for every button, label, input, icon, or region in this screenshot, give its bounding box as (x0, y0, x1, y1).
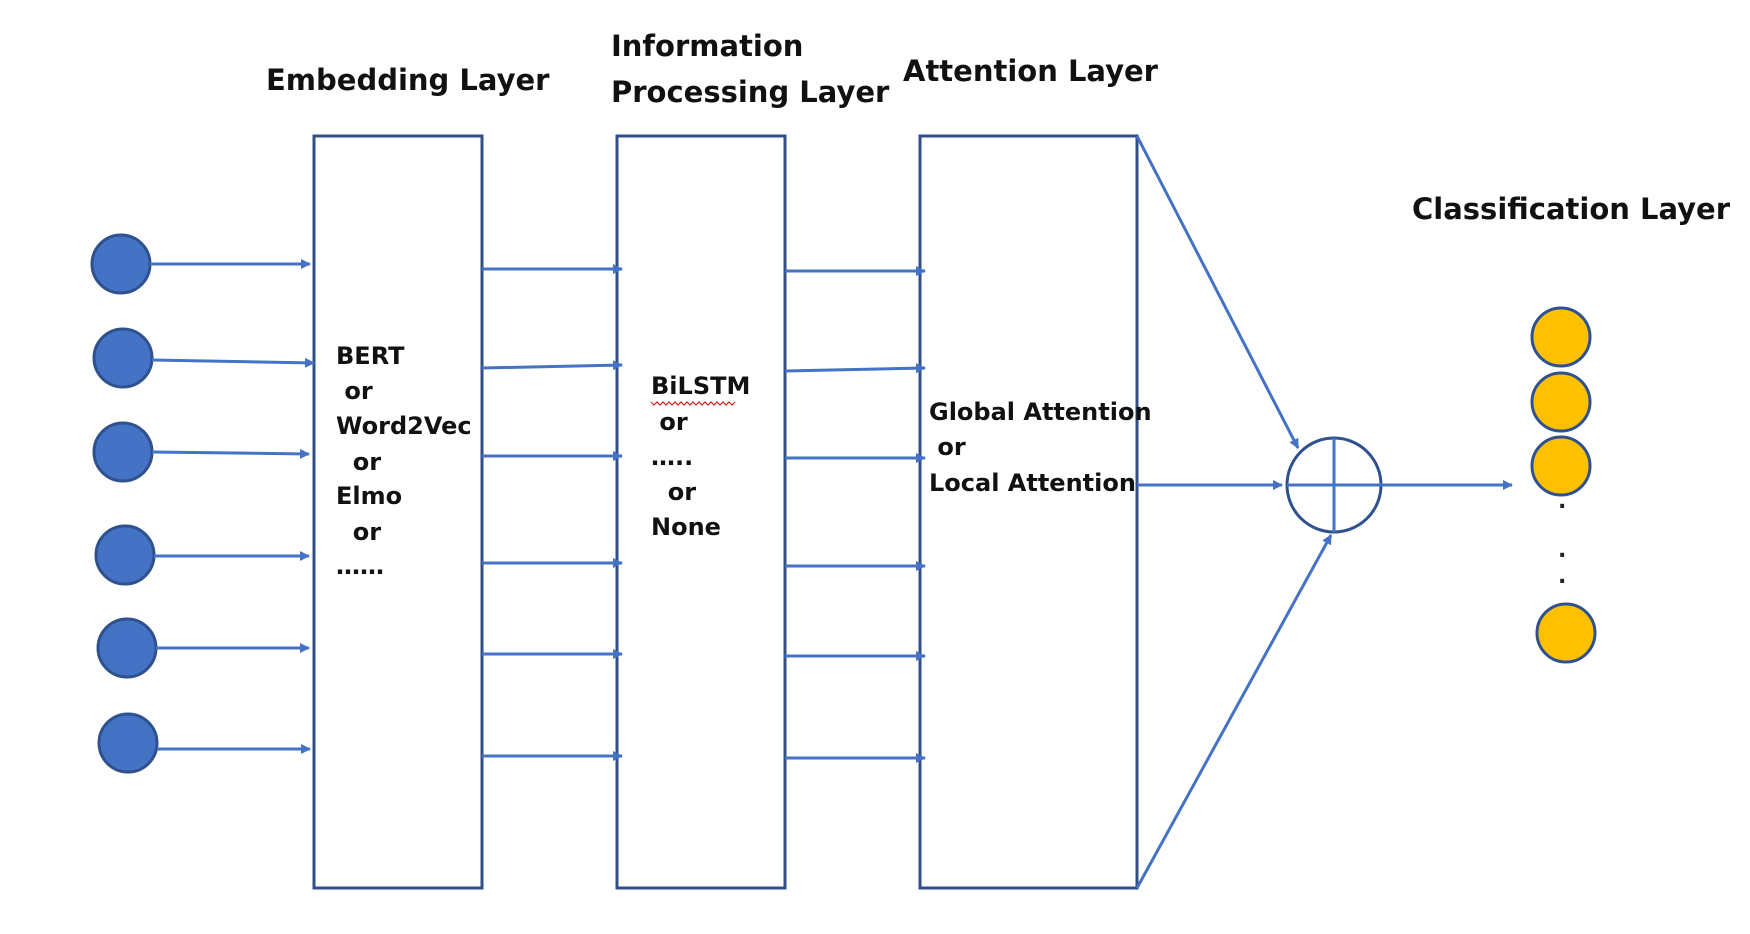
continuation-dot: . (1558, 538, 1566, 563)
embedding-or-2: or (336, 448, 381, 476)
attention-or: or (929, 433, 966, 461)
input-node (97, 712, 159, 774)
classification-layer-heading: Classification Layer (1412, 192, 1731, 226)
output-node (1535, 602, 1597, 664)
processing-output-arrow (784, 363, 926, 374)
spellcheck-underline (650, 401, 736, 406)
embedding-option-word2vec: Word2Vec (336, 412, 472, 440)
input-node (90, 233, 152, 295)
input-arrow (151, 448, 310, 459)
embedding-ellipsis: …… (336, 552, 384, 580)
embedding-layer-heading: Embedding Layer (266, 63, 550, 97)
output-nodes (1530, 306, 1597, 664)
information-processing-layer-heading-line2: Processing Layer (611, 75, 890, 109)
input-node (92, 421, 154, 483)
input-node (96, 617, 158, 679)
information-processing-layer-heading-line1: Information (611, 29, 803, 63)
attention-options: Global Attention or Local Attention (929, 398, 1152, 497)
input-node (92, 327, 154, 389)
continuation-dot: . (1558, 564, 1566, 589)
attention-option-global: Global Attention (929, 398, 1152, 426)
attention-option-local: Local Attention (929, 469, 1136, 497)
output-node (1530, 306, 1592, 368)
embedding-or-1: or (336, 377, 373, 405)
input-nodes (90, 233, 159, 774)
processing-options: BiLSTM or ….. or None (650, 372, 750, 541)
processing-or-1: or (651, 408, 688, 436)
attention-top-arrow (1135, 135, 1300, 449)
input-arrows (150, 259, 315, 754)
attention-bottom-arrow (1135, 534, 1333, 889)
embedding-option-bert: BERT (336, 342, 405, 370)
output-node (1530, 371, 1592, 433)
embedding-layer-box (312, 134, 484, 890)
circled-plus-icon (1285, 436, 1383, 534)
processing-to-attention-arrows (784, 266, 926, 763)
attention-layer-box (918, 134, 1139, 890)
information-processing-layer-box (615, 134, 787, 890)
embedding-options: BERT or Word2Vec or Elmo or …… (336, 342, 472, 580)
input-node (94, 524, 156, 586)
processing-ellipsis: ….. (651, 443, 693, 471)
output-continuation-dots: . . . (1558, 489, 1566, 589)
processing-option-bilstm: BiLSTM (651, 372, 750, 400)
embedding-option-elmo: Elmo (336, 482, 402, 510)
embedding-or-3: or (336, 518, 381, 546)
attention-to-sum-arrows (1135, 135, 1333, 889)
continuation-dot: . (1558, 489, 1566, 514)
output-node (1530, 435, 1592, 497)
attention-layer-heading: Attention Layer (903, 54, 1159, 88)
embedding-output-arrow (481, 360, 623, 371)
processing-option-none: None (651, 513, 721, 541)
processing-or-2: or (651, 478, 696, 506)
input-arrow (151, 357, 315, 368)
embedding-to-processing-arrows (481, 264, 623, 761)
